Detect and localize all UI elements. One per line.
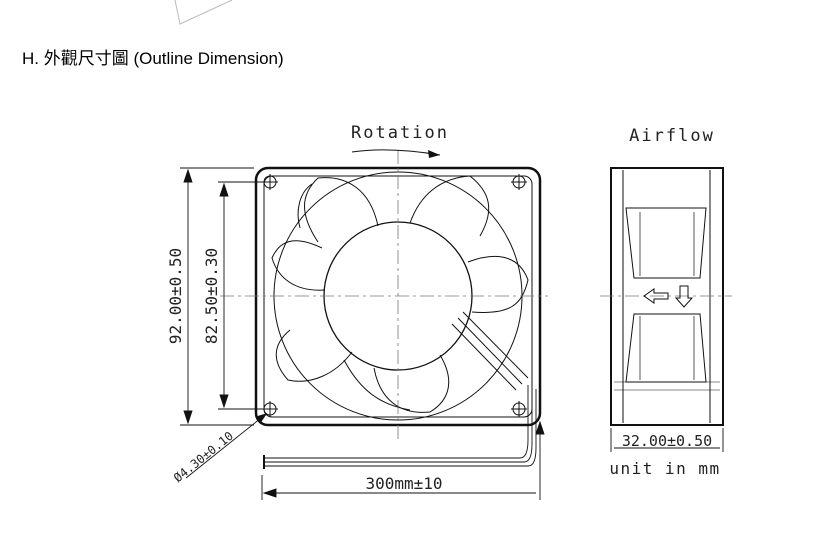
dim-lead-length [261, 420, 545, 500]
hole-diameter-label: Ø4.30±0.10 [171, 429, 236, 485]
airflow-arrow-down [674, 285, 694, 308]
center-lines [220, 150, 548, 440]
lead-length-label: 300mm±10 [365, 474, 442, 493]
airflow-label: Airflow [629, 126, 715, 146]
dim-outer-height [180, 167, 254, 426]
section-title: H. 外觀尺寸圖 (Outline Dimension) [22, 49, 284, 68]
depth-label: 32.00±0.50 [622, 432, 712, 450]
previous-figure-remnant [174, 0, 233, 25]
side-frame [610, 167, 724, 426]
dim-depth [610, 428, 724, 452]
fan-blades [271, 175, 529, 413]
dim-hole-spacing [218, 181, 262, 410]
hole-spacing-label: 82.50±0.30 [202, 248, 221, 344]
upper-blade-profile [625, 207, 707, 279]
wire-channel [451, 311, 529, 391]
rotation-label: Rotation [351, 123, 449, 143]
airflow-arrow-left [643, 288, 669, 304]
front-view [180, 149, 548, 500]
outer-height-label: 92.00±0.50 [166, 248, 185, 344]
hole-leader [185, 413, 267, 479]
lead-wires [263, 385, 537, 469]
unit-note: unit in mm [609, 459, 720, 478]
side-view [600, 167, 732, 452]
mounting-holes [262, 174, 527, 417]
rotation-arrow [351, 149, 441, 156]
